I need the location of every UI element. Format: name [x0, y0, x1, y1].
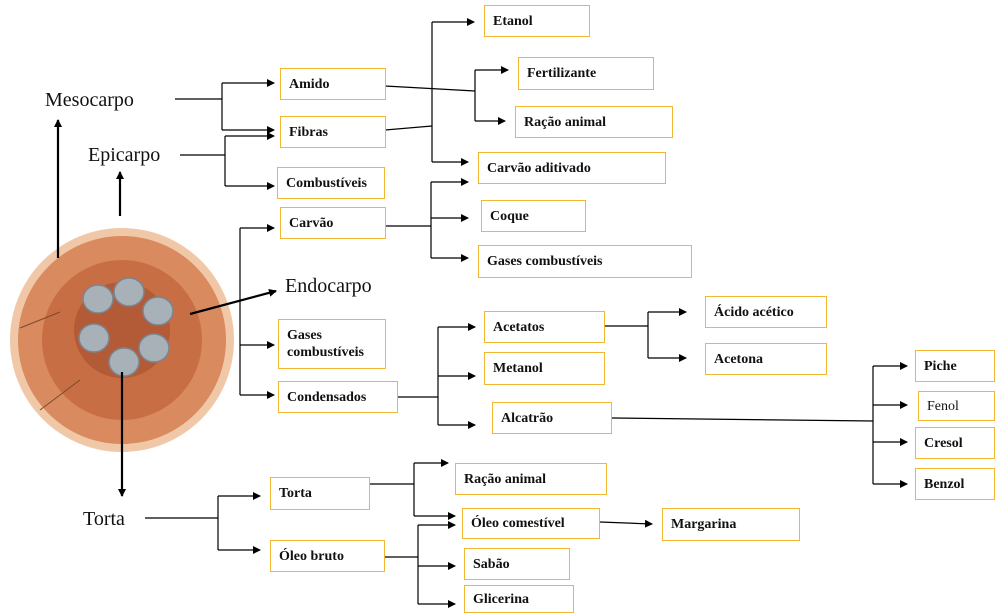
node-fenol: Fenol: [918, 391, 995, 421]
label-epicarpo: Epicarpo: [88, 144, 161, 166]
node-margarina: Margarina: [662, 508, 800, 541]
label-mesocarpo: Mesocarpo: [45, 89, 134, 111]
node-piche: Piche: [915, 350, 995, 382]
node-acetona: Acetona: [705, 343, 827, 375]
node-alcatrao: Alcatrão: [492, 402, 612, 434]
node-amido: Amido: [280, 68, 386, 100]
node-combustiveis: Combustíveis: [277, 167, 385, 199]
node-torta: Torta: [270, 477, 370, 510]
node-etanol: Etanol: [484, 5, 590, 37]
label-endocarpo: Endocarpo: [285, 275, 372, 297]
node-acetatos: Acetatos: [484, 311, 605, 343]
node-glicerina: Glicerina: [464, 585, 574, 613]
node-fertilizante: Fertilizante: [518, 57, 654, 90]
node-acido-acetico: Ácido acético: [705, 296, 827, 328]
node-sabao: Sabão: [464, 548, 570, 580]
node-benzol: Benzol: [915, 468, 995, 500]
node-oleo-comestivel: Óleo comestível: [462, 508, 600, 539]
node-carvao: Carvão: [280, 207, 386, 239]
label-torta: Torta: [83, 508, 125, 530]
node-carvao-aditivado: Carvão aditivado: [478, 152, 666, 184]
node-racao-animal-1: Ração animal: [515, 106, 673, 138]
fruit-illustration: [10, 228, 234, 452]
node-gases-combustiveis-1: Gases combustíveis: [478, 245, 692, 278]
node-condensados: Condensados: [278, 381, 398, 413]
node-oleo-bruto: Óleo bruto: [270, 540, 385, 572]
node-gases-combustiveis-2: Gases combustíveis: [278, 319, 386, 369]
node-racao-animal-2: Ração animal: [455, 463, 607, 495]
node-coque: Coque: [481, 200, 586, 232]
node-metanol: Metanol: [484, 352, 605, 385]
node-cresol: Cresol: [915, 427, 995, 459]
node-fibras: Fibras: [280, 116, 386, 148]
